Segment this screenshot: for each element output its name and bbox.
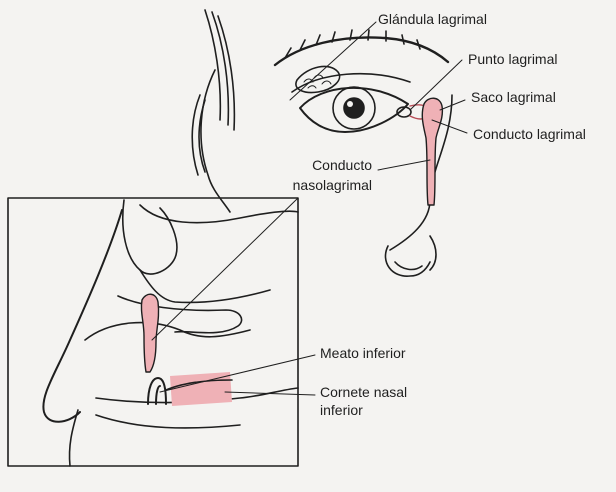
nostril — [395, 262, 422, 269]
sagittal-section — [8, 198, 298, 466]
nose-tip — [385, 246, 430, 276]
pupil — [344, 98, 364, 118]
hair-outline — [205, 10, 234, 130]
frontal-sinus — [123, 200, 177, 274]
eyebrow-hatching — [285, 30, 420, 58]
label-conducto-nasolagrimal-2: nasolagrimal — [270, 177, 372, 193]
pupil-highlight — [347, 101, 353, 107]
label-punto-lagrimal: Punto lagrimal — [468, 51, 558, 67]
label-cornete-nasal-2: inferior — [320, 402, 363, 418]
ethmoid-wall — [140, 270, 270, 303]
face-contour — [201, 70, 230, 212]
label-conducto-nasolagrimal-1: Conducto — [270, 157, 372, 173]
nasolacrimal-duct-section — [141, 294, 158, 372]
label-glandula-lagrimal: Glándula lagrimal — [378, 11, 487, 27]
leader-conducto-naso — [378, 160, 430, 170]
nose-side — [430, 236, 436, 270]
face-illustration — [192, 10, 452, 276]
nose-profile — [43, 210, 122, 422]
orbit-outline — [140, 205, 298, 223]
lacrimal-sac — [422, 98, 442, 205]
eyelid-crease — [292, 74, 410, 92]
leader-meato — [160, 355, 315, 392]
label-cornete-nasal-1: Cornete nasal — [320, 384, 407, 400]
label-meato-inferior: Meato inferior — [320, 345, 406, 361]
label-conducto-lagrimal: Conducto lagrimal — [473, 126, 586, 142]
cheek-hatching — [192, 95, 205, 175]
leader-lines — [152, 22, 467, 395]
label-saco-lagrimal: Saco lagrimal — [471, 89, 556, 105]
eyebrow — [275, 37, 448, 65]
nose-bridge — [390, 95, 452, 250]
lower-face-outline — [96, 415, 240, 428]
leader-diagonal — [152, 198, 298, 340]
